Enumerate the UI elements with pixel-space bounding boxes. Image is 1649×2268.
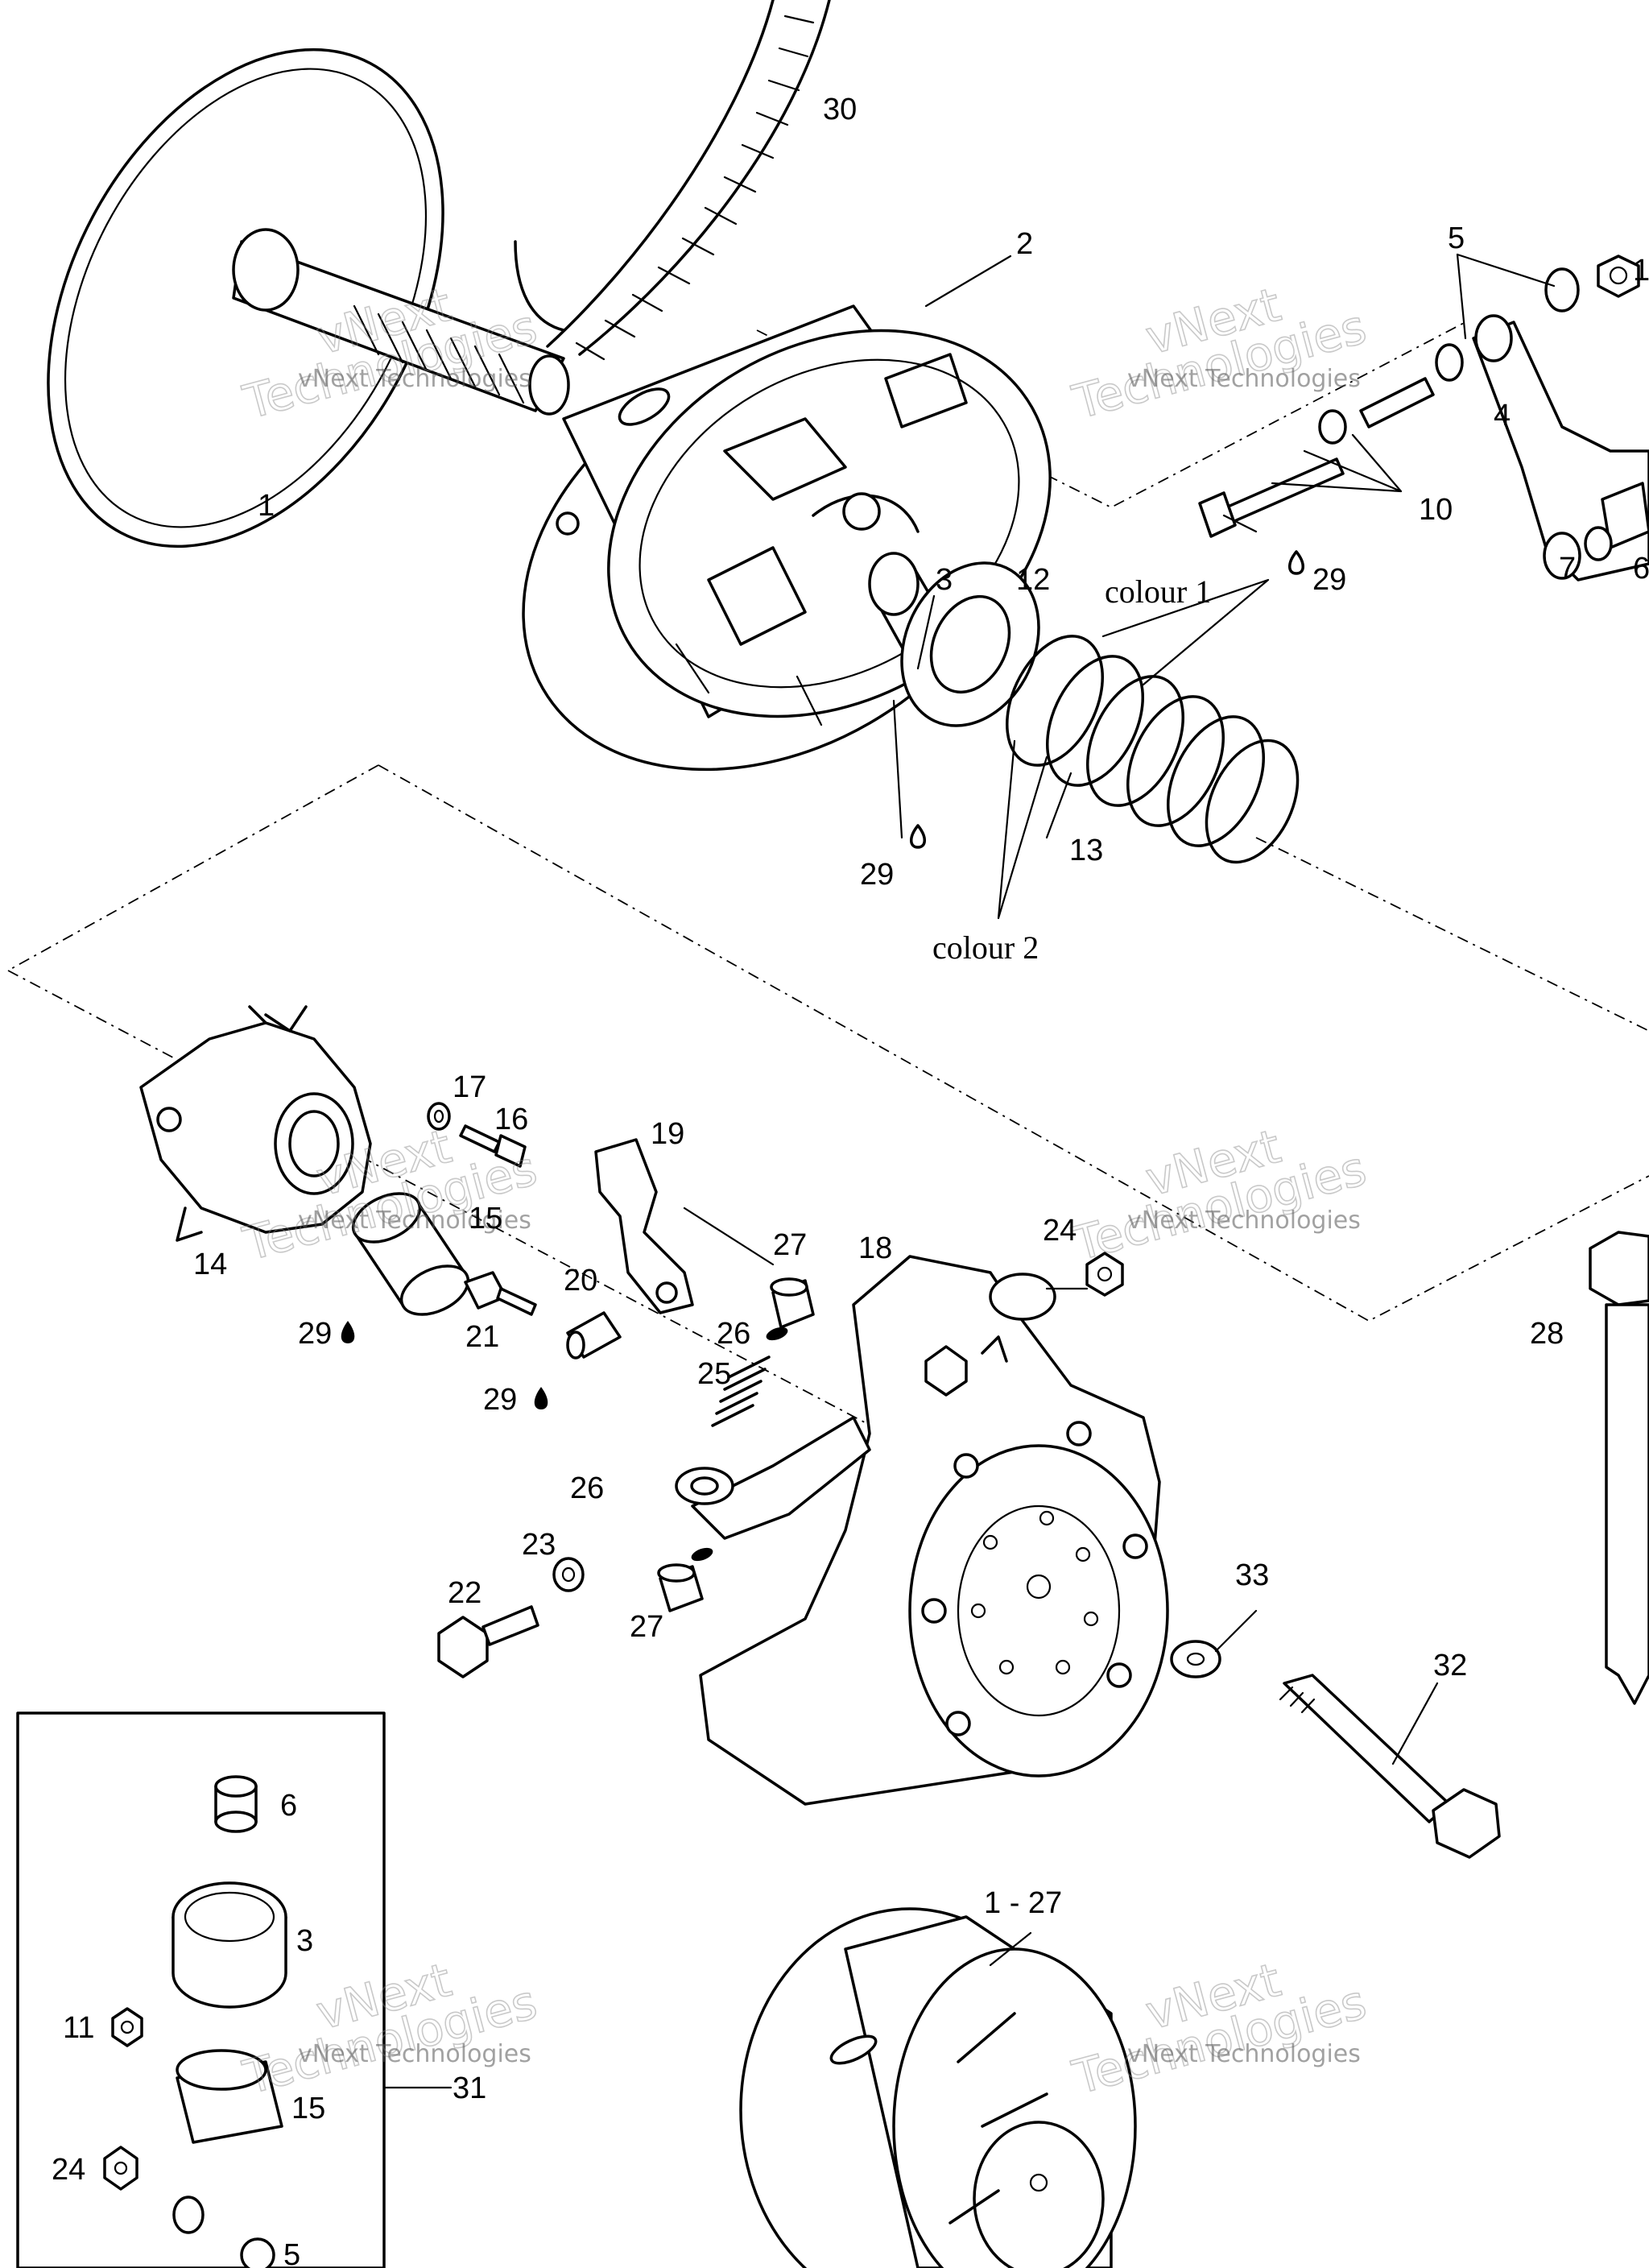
cap-part-27-bottom	[657, 1563, 704, 1612]
bushing-part-5-top	[1435, 267, 1580, 382]
nut-part-11-top	[1597, 255, 1640, 298]
svg-text:vNext Technologies: vNext Technologies	[1127, 1206, 1361, 1235]
svg-text:vNext Technologies: vNext Technologies	[1127, 365, 1361, 393]
label-1-27: 1 - 27	[984, 1886, 1062, 1920]
label-21: 21	[465, 1320, 499, 1354]
roller-part-6-7	[1584, 482, 1649, 561]
label-1: 1	[258, 489, 275, 523]
label-colour-2: colour 2	[932, 929, 1039, 966]
spring-part-25	[711, 1355, 771, 1427]
bushing-part-15	[351, 1192, 470, 1316]
label-28: 28	[1530, 1317, 1564, 1351]
label-16: 16	[494, 1103, 528, 1136]
nut-part-24	[1085, 1252, 1124, 1297]
label-27-bottom: 27	[630, 1610, 663, 1644]
label-24: 24	[1043, 1214, 1077, 1248]
cam-lever-part-19	[594, 1138, 694, 1314]
label-18: 18	[858, 1231, 892, 1265]
screw-part-22	[437, 1605, 539, 1678]
label-19: 19	[651, 1117, 684, 1151]
label-11-top: 1	[1633, 254, 1649, 288]
label-27-top: 27	[773, 1228, 807, 1262]
label-26-bottom: 26	[570, 1471, 604, 1505]
label-3: 3	[936, 563, 953, 597]
washer-part-23	[552, 1557, 585, 1592]
label-6-top: 6	[1633, 552, 1649, 586]
drop-icon	[341, 1321, 355, 1343]
label-29-left: 29	[298, 1317, 332, 1351]
label-20: 20	[564, 1264, 597, 1297]
oring-part-26-top	[766, 1326, 788, 1341]
drop-icon	[534, 1387, 548, 1409]
pin-part-20	[566, 1311, 622, 1360]
sliding-sheave-part-2	[522, 304, 1052, 772]
label-5: 5	[1448, 221, 1465, 255]
label-10: 10	[1419, 493, 1453, 527]
svg-text:vNext Technologies: vNext Technologies	[298, 2040, 531, 2068]
label-29-top-right: 29	[1312, 563, 1346, 597]
part-number-labels: 30 2 5 1 4 10 7 6 29 1 3 12 colour 1 13 …	[193, 93, 1649, 2105]
kit-label-3: 3	[296, 1924, 313, 1958]
washer-part-33	[1170, 1640, 1221, 1678]
svg-text:vNext Technologies: vNext Technologies	[1127, 2040, 1361, 2068]
svg-text:vNext Technologies: vNext Technologies	[298, 1206, 531, 1235]
label-30: 30	[823, 93, 857, 126]
svg-text:vNext Technologies: vNext Technologies	[298, 365, 531, 393]
label-17: 17	[453, 1070, 486, 1104]
label-12: 12	[1016, 563, 1050, 597]
label-4: 4	[1494, 399, 1511, 432]
label-13: 13	[1069, 834, 1103, 867]
label-22: 22	[448, 1576, 481, 1610]
oring-part-26-bottom	[691, 1547, 713, 1562]
label-29-center: 29	[860, 858, 894, 892]
lubricant-drop-icons	[341, 550, 1304, 1409]
label-31: 31	[453, 2071, 486, 2105]
kit-label-24: 24	[52, 2153, 85, 2187]
leader-lines	[683, 253, 1556, 1967]
cap-part-27-top	[770, 1277, 815, 1329]
spider-part-18	[675, 1255, 1169, 1806]
bolt-part-28	[1589, 1231, 1649, 1705]
washer-part-17	[427, 1102, 451, 1131]
label-7: 7	[1559, 552, 1576, 586]
kit-box-part-31	[16, 1711, 453, 2268]
label-32: 32	[1433, 1649, 1467, 1682]
kit-label-11: 11	[63, 2011, 94, 2045]
clutch-assembly-part-1-27	[739, 1907, 1137, 2268]
label-14: 14	[193, 1248, 227, 1281]
spring-part-13	[1005, 635, 1300, 864]
cam-housing-part-14	[139, 1005, 372, 1242]
label-26-top: 26	[717, 1317, 750, 1351]
kit-labels: 6 3 11 15 24 5	[52, 1789, 325, 2268]
label-23: 23	[522, 1528, 556, 1562]
fixed-sheave-part-1	[47, 48, 570, 548]
label-colour-1: colour 1	[1105, 573, 1211, 610]
washer-part-12	[900, 561, 1040, 727]
label-25: 25	[697, 1357, 731, 1391]
screw-part-16	[459, 1124, 527, 1168]
bolt-part-32	[1279, 1674, 1501, 1859]
drop-icon	[910, 824, 926, 849]
label-15: 15	[469, 1202, 502, 1235]
drop-icon	[1288, 550, 1304, 575]
drive-belt-part-30	[514, 0, 831, 361]
label-2: 2	[1016, 227, 1033, 261]
screw-part-21	[464, 1271, 537, 1316]
kit-label-6: 6	[280, 1789, 297, 1823]
kit-label-15: 15	[291, 2092, 325, 2125]
kit-label-5: 5	[283, 2238, 300, 2268]
label-29-lower: 29	[483, 1383, 517, 1417]
label-33: 33	[1235, 1558, 1269, 1592]
pin-part-10	[1198, 377, 1435, 538]
